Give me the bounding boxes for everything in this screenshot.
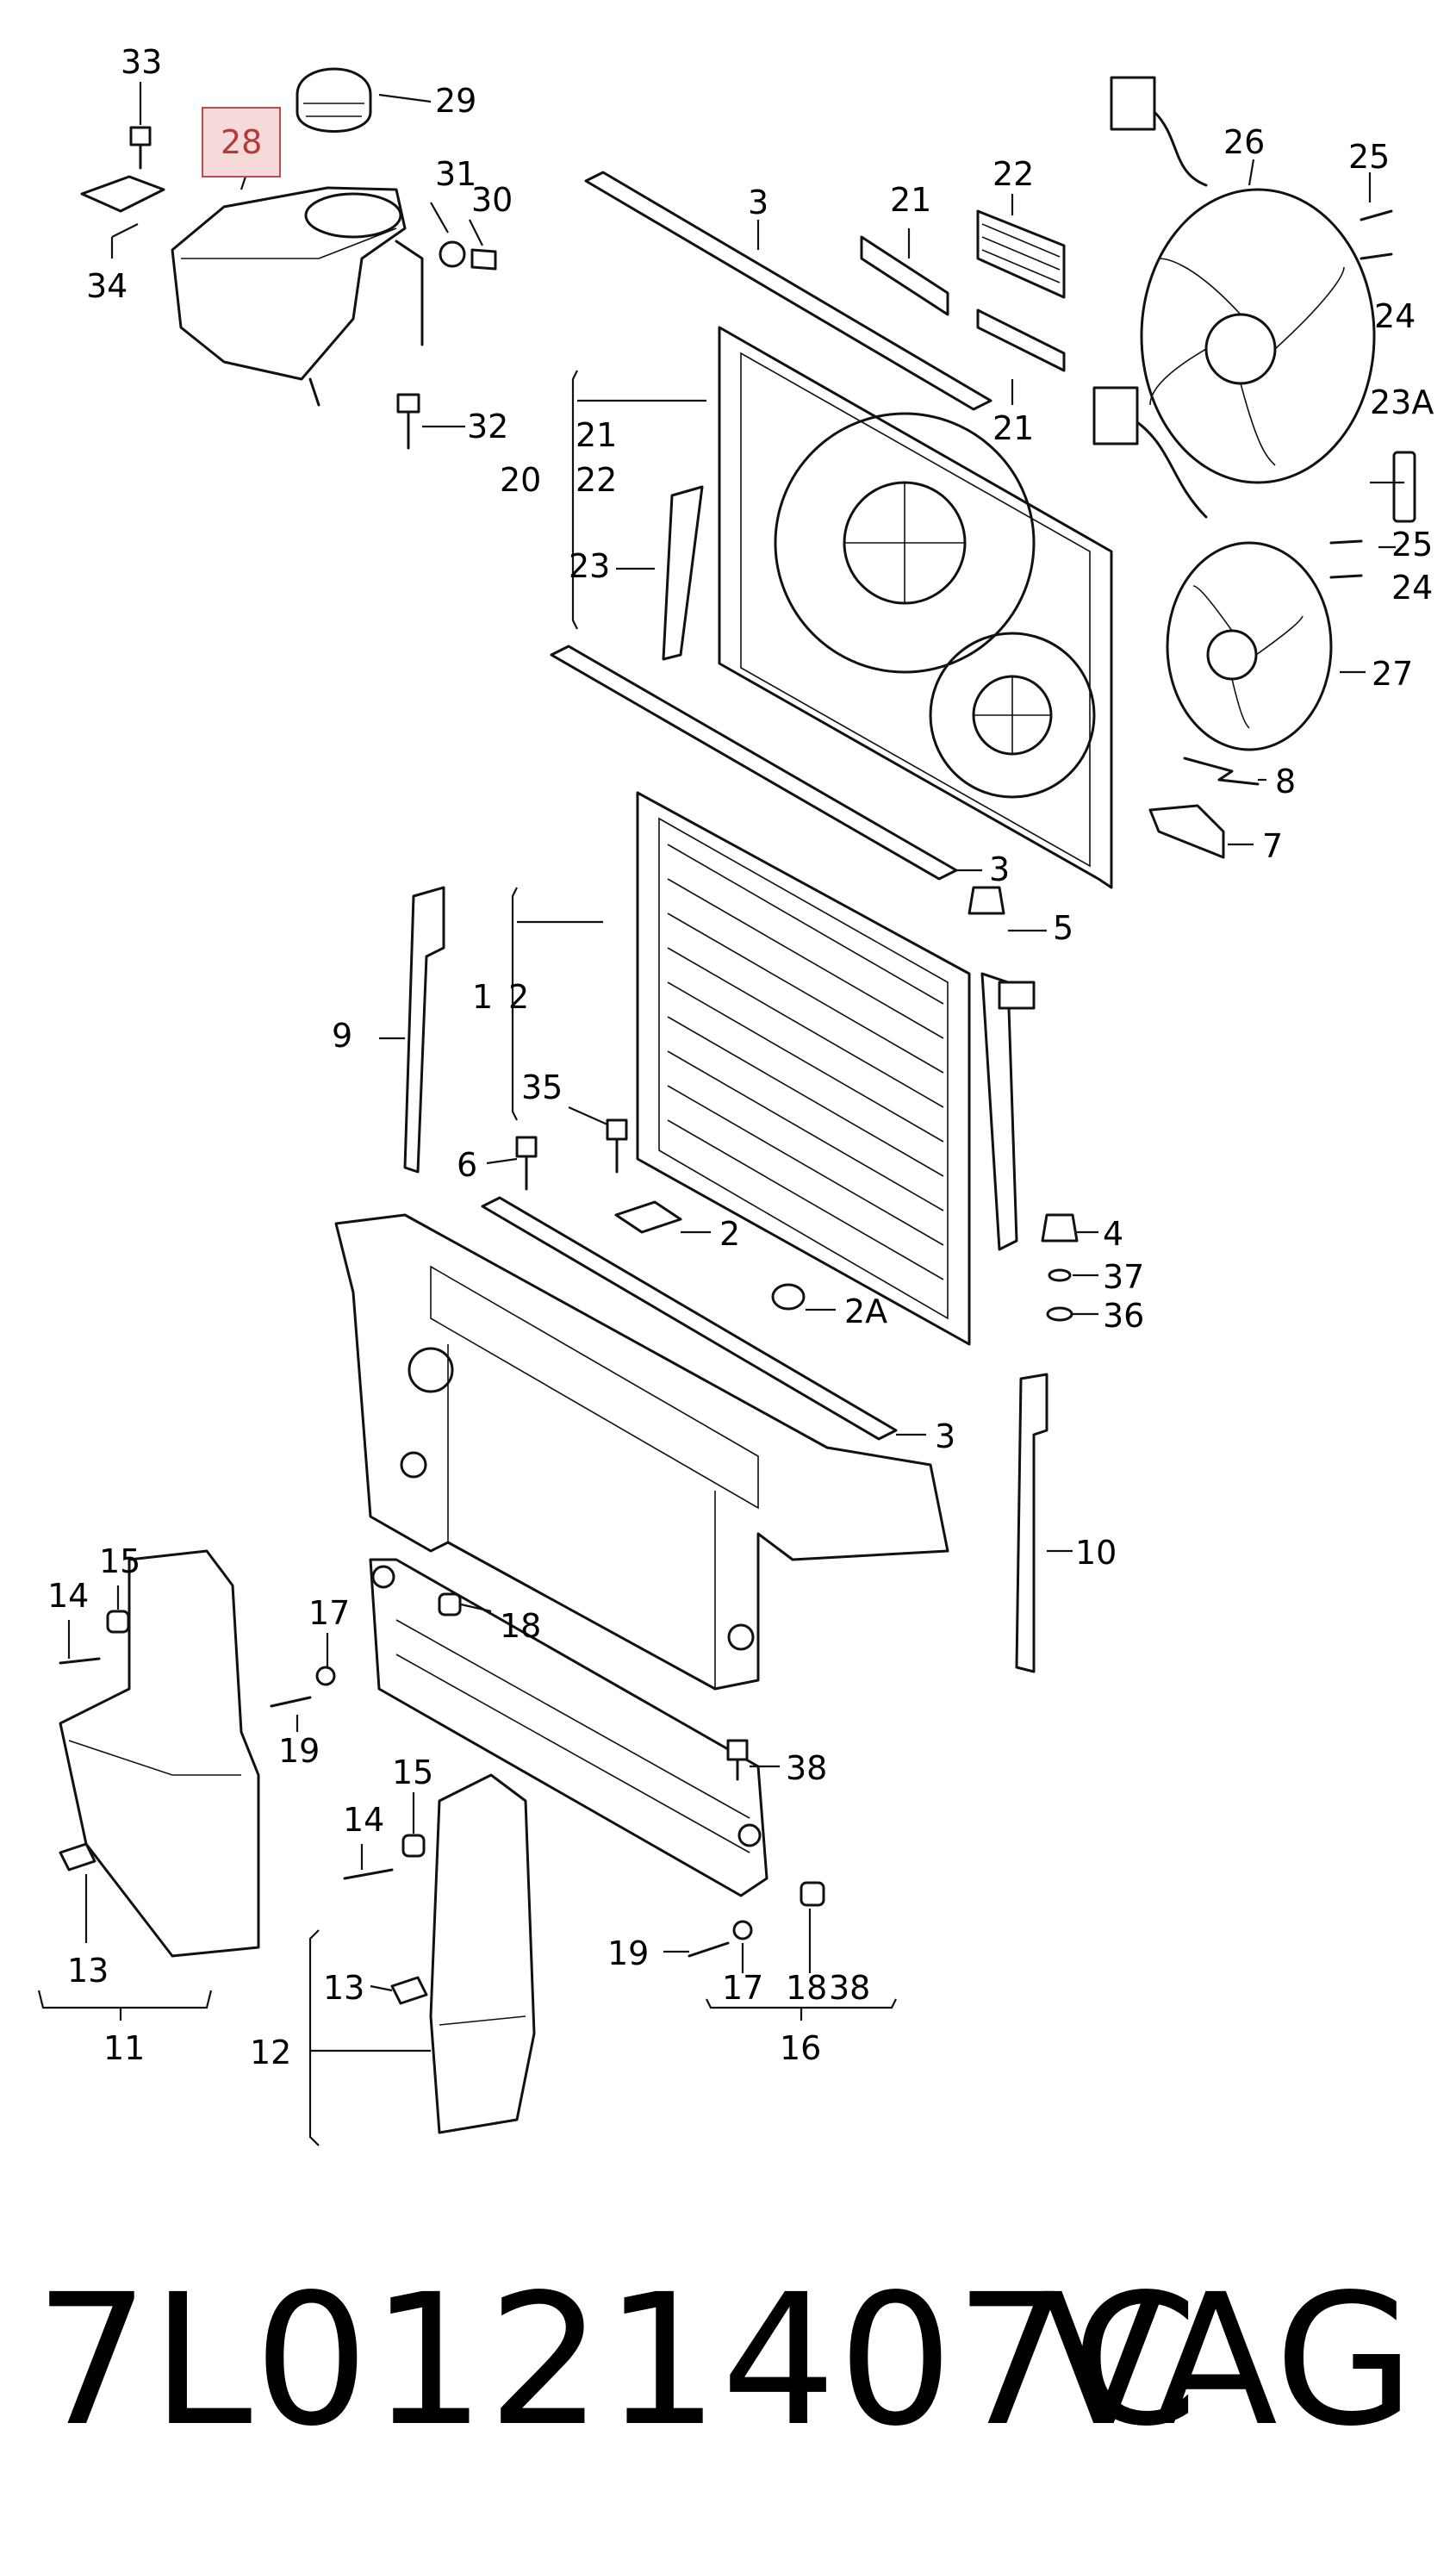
- callout-28[interactable]: 28: [221, 123, 262, 161]
- callout-27[interactable]: 27: [1372, 655, 1413, 693]
- callout-15-upper[interactable]: 15: [99, 1542, 140, 1580]
- callout-25-top[interactable]: 25: [1348, 138, 1390, 176]
- leader-lines: [37, 82, 1404, 2146]
- callout-37[interactable]: 37: [1103, 1258, 1144, 1296]
- bolt-32: [396, 393, 420, 450]
- fan-27[interactable]: [1092, 386, 1333, 751]
- bracket-2: [614, 1200, 682, 1234]
- callout-13-left[interactable]: 13: [67, 1952, 109, 1990]
- clips-13: [59, 1842, 428, 2005]
- callout-11[interactable]: 11: [103, 2029, 145, 2067]
- callout-35[interactable]: 35: [521, 1068, 563, 1106]
- callout-18-lower[interactable]: 18: [786, 1969, 827, 2007]
- radiator[interactable]: [636, 791, 1036, 1346]
- callout-15-lower[interactable]: 15: [392, 1753, 433, 1791]
- callout-36[interactable]: 36: [1103, 1297, 1144, 1335]
- seal-strip-3-low: [481, 1196, 898, 1441]
- air-guide-9: [403, 886, 445, 1174]
- expansion-tank[interactable]: [171, 186, 424, 407]
- callout-25-mid[interactable]: 25: [1391, 526, 1433, 564]
- sensor-plug: [439, 240, 497, 271]
- air-guide-10: [1015, 1373, 1048, 1673]
- callout-5[interactable]: 5: [1053, 909, 1073, 947]
- callout-labels: 33 28 29 31 30 34 32 3 21 22 21 20 21 22…: [47, 43, 1434, 2071]
- bolt-6: [515, 1136, 538, 1191]
- brand-name: VAG: [1042, 2255, 1415, 2466]
- callout-3-mid[interactable]: 3: [989, 850, 1010, 888]
- callout-20[interactable]: 20: [500, 461, 541, 499]
- callout-2A[interactable]: 2A: [844, 1292, 887, 1330]
- callout-7[interactable]: 7: [1262, 827, 1283, 865]
- seal-strip-3-top: [584, 171, 992, 411]
- fan-26[interactable]: [1110, 76, 1376, 484]
- callout-29[interactable]: 29: [435, 82, 476, 120]
- callout-8[interactable]: 8: [1275, 763, 1296, 800]
- gasket-23A: [1392, 451, 1416, 523]
- part-number: 7L0121407C: [34, 2255, 1200, 2466]
- callout-24-top[interactable]: 24: [1374, 297, 1416, 335]
- callout-32[interactable]: 32: [467, 408, 508, 445]
- callout-21-group[interactable]: 21: [576, 416, 617, 454]
- bracket-8: [1183, 757, 1260, 786]
- sealing-pads: [860, 209, 1066, 372]
- callout-23[interactable]: 23: [569, 547, 610, 585]
- callout-4[interactable]: 4: [1103, 1215, 1123, 1253]
- exploded-parts-diagram: 33 28 29 31 30 34 32 3 21 22 21 20 21 22…: [37, 43, 1434, 2146]
- callout-10[interactable]: 10: [1075, 1534, 1117, 1572]
- callout-2[interactable]: 2: [719, 1215, 740, 1253]
- callout-34[interactable]: 34: [86, 267, 128, 305]
- filler-cap[interactable]: [296, 67, 372, 133]
- clip-5: [968, 886, 1005, 915]
- callout-1[interactable]: 1: [472, 978, 493, 1016]
- callout-26[interactable]: 26: [1223, 123, 1265, 161]
- bolt-35: [606, 1118, 628, 1174]
- grommet-2A: [771, 1283, 806, 1311]
- callout-14-upper[interactable]: 14: [47, 1577, 89, 1615]
- callout-17-upper[interactable]: 17: [308, 1594, 350, 1632]
- callout-18-upper[interactable]: 18: [500, 1607, 541, 1645]
- callout-22-group[interactable]: 22: [576, 461, 617, 499]
- screws-24-25: [1329, 209, 1393, 579]
- callout-19-upper[interactable]: 19: [278, 1732, 320, 1770]
- callout-21-right[interactable]: 21: [992, 409, 1034, 447]
- callout-9[interactable]: 9: [332, 1017, 352, 1055]
- callout-38-lower[interactable]: 38: [829, 1969, 870, 2007]
- callout-22-top[interactable]: 22: [992, 155, 1034, 193]
- callout-33[interactable]: 33: [121, 43, 162, 81]
- bolt-33: [129, 126, 152, 170]
- lock-carrier[interactable]: [334, 1213, 949, 1691]
- callout-16[interactable]: 16: [780, 2029, 821, 2067]
- callout-30[interactable]: 30: [471, 181, 513, 219]
- callout-3-low[interactable]: 3: [935, 1417, 955, 1455]
- callout-21-top[interactable]: 21: [890, 181, 931, 219]
- callout-38-upper[interactable]: 38: [786, 1749, 827, 1787]
- air-duct-11[interactable]: [59, 1549, 260, 1958]
- callout-19-lower[interactable]: 19: [607, 1934, 649, 1972]
- callout-3-top[interactable]: 3: [748, 184, 768, 221]
- cross-member[interactable]: [369, 1558, 768, 1897]
- callout-17-lower[interactable]: 17: [722, 1969, 763, 2007]
- fasteners-14-15-17-18-19: [59, 1592, 825, 1958]
- callout-31[interactable]: 31: [435, 155, 476, 193]
- fan-shroud[interactable]: [718, 326, 1113, 889]
- callout-13-right[interactable]: 13: [323, 1969, 364, 2007]
- tank-bracket: [80, 175, 165, 213]
- callout-14-lower[interactable]: 14: [343, 1801, 384, 1839]
- callout-2-group[interactable]: 2: [508, 978, 529, 1016]
- seal-strip-23: [662, 485, 704, 661]
- mount-4-37-36: [1041, 1213, 1079, 1322]
- caption: 7L0121407C VAG: [0, 2249, 1456, 2473]
- callout-24-mid[interactable]: 24: [1391, 569, 1433, 607]
- bracket-7: [1148, 804, 1225, 859]
- highlight-box-28: [202, 107, 281, 178]
- callout-6[interactable]: 6: [457, 1146, 477, 1184]
- callout-23A[interactable]: 23A: [1370, 383, 1434, 421]
- air-duct-12[interactable]: [429, 1773, 536, 2134]
- callout-12[interactable]: 12: [250, 2034, 291, 2071]
